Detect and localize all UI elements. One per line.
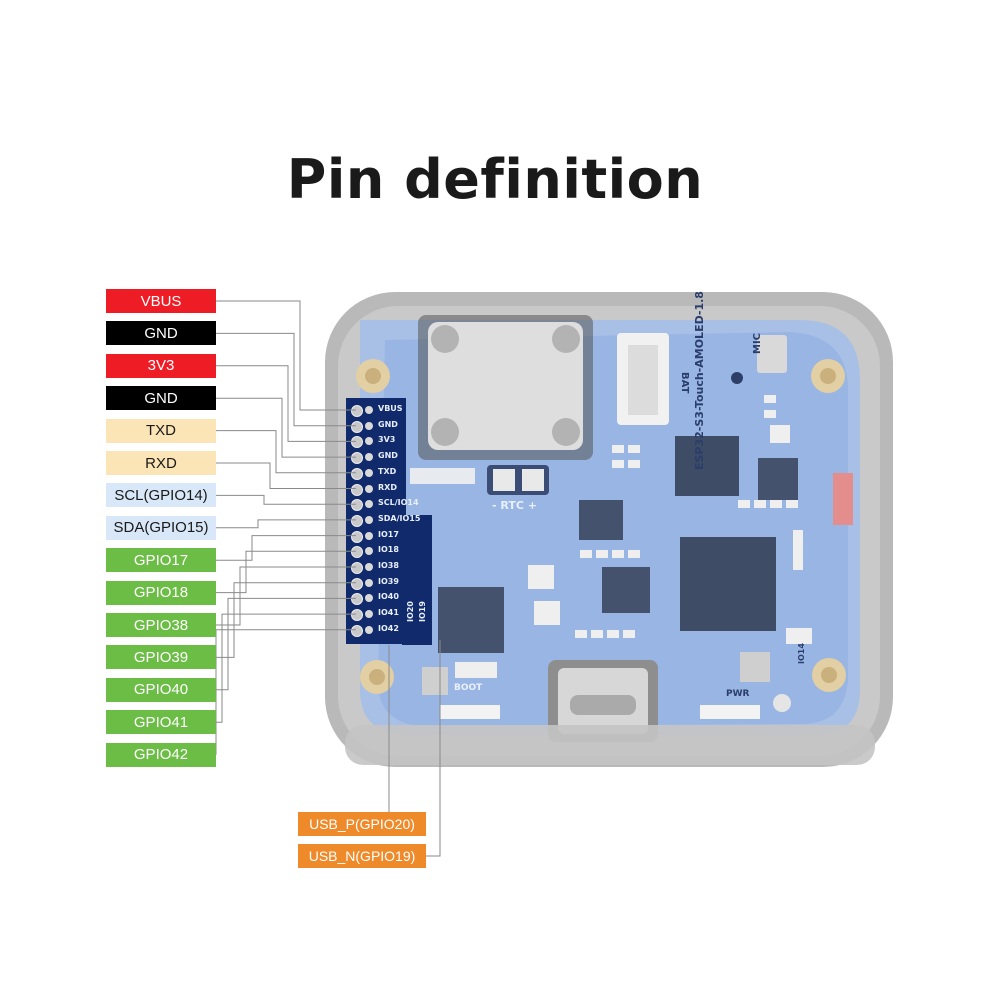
aux-chip (579, 500, 623, 540)
pin-label: 3V3 (106, 353, 216, 378)
pin-label: TXD (106, 418, 216, 443)
pin-label: GPIO38 (106, 613, 216, 637)
header-pin (351, 452, 363, 465)
header-pin (365, 563, 373, 571)
header-pin (351, 577, 363, 590)
header-pin (365, 531, 373, 540)
pin-label: GPIO17 (106, 548, 216, 573)
header-pin (365, 500, 373, 509)
pin-label: GND (106, 386, 216, 411)
header-pin (365, 453, 373, 462)
header-pin (365, 515, 373, 524)
header-pin (351, 405, 363, 417)
pin-label: SCL(GPIO14) (106, 483, 216, 508)
header-pin (351, 420, 363, 433)
bat-label: BAT (679, 372, 690, 394)
pin-label: GPIO40 (106, 677, 216, 702)
rtc-label: - RTC + (492, 499, 537, 512)
pin-label: RXD (106, 451, 216, 475)
board-model-label: ESP32-S3-Touch-AMOLED-1.8 (693, 291, 706, 470)
header-pin (351, 514, 363, 527)
page-title: Pin definition (286, 148, 704, 211)
header-pin-label: IO39 (378, 576, 399, 586)
header-pin-label: IO42 (378, 623, 399, 633)
mic-label: MIC (752, 332, 763, 354)
microphone (757, 335, 787, 373)
header-pin-label: IO17 (378, 529, 399, 539)
usb-chip (438, 587, 504, 653)
header-pin-label: RXD (378, 482, 397, 492)
header-pin-label: SDA/IO15 (378, 513, 421, 523)
pin-label: GND (106, 321, 216, 346)
header-pin (351, 624, 363, 637)
header-pin-label: IO40 (378, 592, 399, 602)
header-pin (365, 437, 373, 446)
header-pin (365, 610, 373, 619)
header-pin (351, 609, 363, 622)
header-pin (365, 406, 373, 414)
header-pin (365, 468, 373, 477)
io14-label: IO14 (797, 643, 806, 664)
boot-label: BOOT (454, 683, 483, 693)
header-pin (351, 530, 363, 543)
header-pin (365, 578, 373, 587)
header-pin (365, 625, 373, 634)
header-pin (351, 483, 363, 496)
pin-label: GPIO42 (106, 742, 216, 767)
header-pin-label: IO41 (378, 608, 399, 618)
header-pin (365, 421, 373, 430)
pwr-label: PWR (726, 689, 750, 699)
pin-label: GPIO41 (106, 710, 216, 735)
pin-header-strip-extension (402, 515, 432, 645)
pin-label: GPIO39 (106, 645, 216, 670)
header-pin (365, 594, 373, 603)
header-pin (365, 484, 373, 493)
header-pin-label: GND (378, 451, 398, 461)
header-pin-label: IO19 (418, 601, 427, 622)
header-pin (365, 547, 373, 556)
usb-pin-label: USB_N(GPIO19) (298, 844, 426, 868)
header-pin-label: GND (378, 419, 398, 429)
header-pin-label: IO18 (378, 545, 399, 555)
main-chip (680, 537, 776, 631)
header-pin (351, 467, 363, 480)
header-pin (351, 562, 363, 574)
flash-chip (675, 436, 739, 496)
header-pin-label: VBUS (378, 404, 403, 413)
pin-label: VBUS (106, 289, 216, 313)
header-pin-label: IO20 (406, 601, 415, 622)
header-pin-label: TXD (378, 466, 397, 476)
header-pin-label: IO38 (378, 561, 399, 570)
header-pin-label: SCL/IO14 (378, 498, 419, 508)
pin-label: GPIO18 (106, 580, 216, 605)
usb-pin-label: USB_P(GPIO20) (298, 812, 426, 836)
header-pin-label: 3V3 (378, 435, 396, 445)
pin-label: SDA(GPIO15) (106, 515, 216, 540)
boot-button (422, 667, 448, 695)
